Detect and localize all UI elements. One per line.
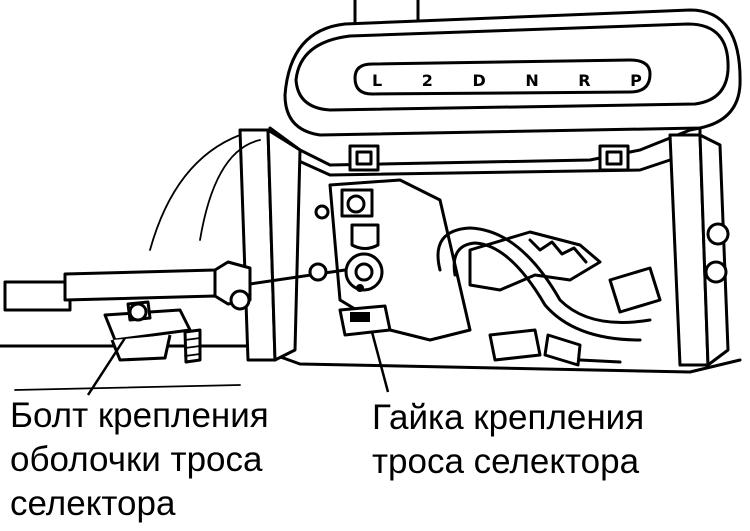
arm-teeth xyxy=(528,238,588,264)
left-panel-curve xyxy=(199,139,261,241)
wire-harness-lower xyxy=(452,241,642,342)
wire-connector-plug xyxy=(543,333,582,367)
sheath-bolt-label: Болт крепления оболочки троса селектора xyxy=(10,394,269,526)
cable-fixing-nut xyxy=(344,252,384,292)
lower-bracket-slot xyxy=(350,312,370,322)
right-post-bolt-lower xyxy=(704,260,728,284)
central-bracket xyxy=(328,178,472,342)
cable-nut-washer xyxy=(356,284,364,292)
cable-adjust-nut xyxy=(308,262,328,282)
nut-label-line-1: Гайка крепления xyxy=(372,398,645,437)
clip-slot-right xyxy=(605,150,623,166)
bolt-label-line-3: селектора xyxy=(10,484,176,523)
selector-cable-sheath xyxy=(63,260,252,306)
detent-block xyxy=(608,266,662,314)
bracket-bolt xyxy=(346,194,366,214)
wire-end xyxy=(578,358,622,364)
gear-position-letters: L 2 D N R P xyxy=(372,71,659,90)
nut-label-line-2: троса селектора xyxy=(372,442,640,481)
cable-nut-label: Гайка крепления троса селектора xyxy=(372,396,644,484)
floor-stud-thread xyxy=(184,337,201,357)
wire-connector xyxy=(488,328,542,362)
nut-leader-line xyxy=(370,331,390,393)
floor-line xyxy=(14,384,241,391)
left-post-side xyxy=(266,128,302,362)
right-post-side xyxy=(698,133,730,367)
sheath-mount-bolt xyxy=(128,302,148,322)
gear-indicator-window xyxy=(353,58,652,96)
sheath-clamp-pin xyxy=(229,289,251,311)
housing-clip-left xyxy=(348,144,380,172)
bolt-leader-line xyxy=(86,337,127,396)
housing-base xyxy=(268,126,702,177)
housing-clip-right xyxy=(598,144,630,172)
selector-cable-inner xyxy=(248,268,347,286)
wire-harness-upper xyxy=(436,226,652,324)
bolt-label-line-2: оболочки троса xyxy=(10,440,263,479)
left-panel-curve-outer xyxy=(149,134,241,251)
cable-end-cap xyxy=(3,280,72,312)
right-post-bolt-upper xyxy=(706,222,730,246)
cable-fixing-nut-center xyxy=(354,262,374,282)
bolt-label-line-1: Болт крепления xyxy=(10,396,269,435)
clip-slot-left xyxy=(355,150,373,166)
selector-arm xyxy=(468,230,602,292)
bracket-slot xyxy=(350,223,380,250)
indicator-housing-rim xyxy=(294,22,730,112)
bracket-rivet xyxy=(314,204,330,220)
